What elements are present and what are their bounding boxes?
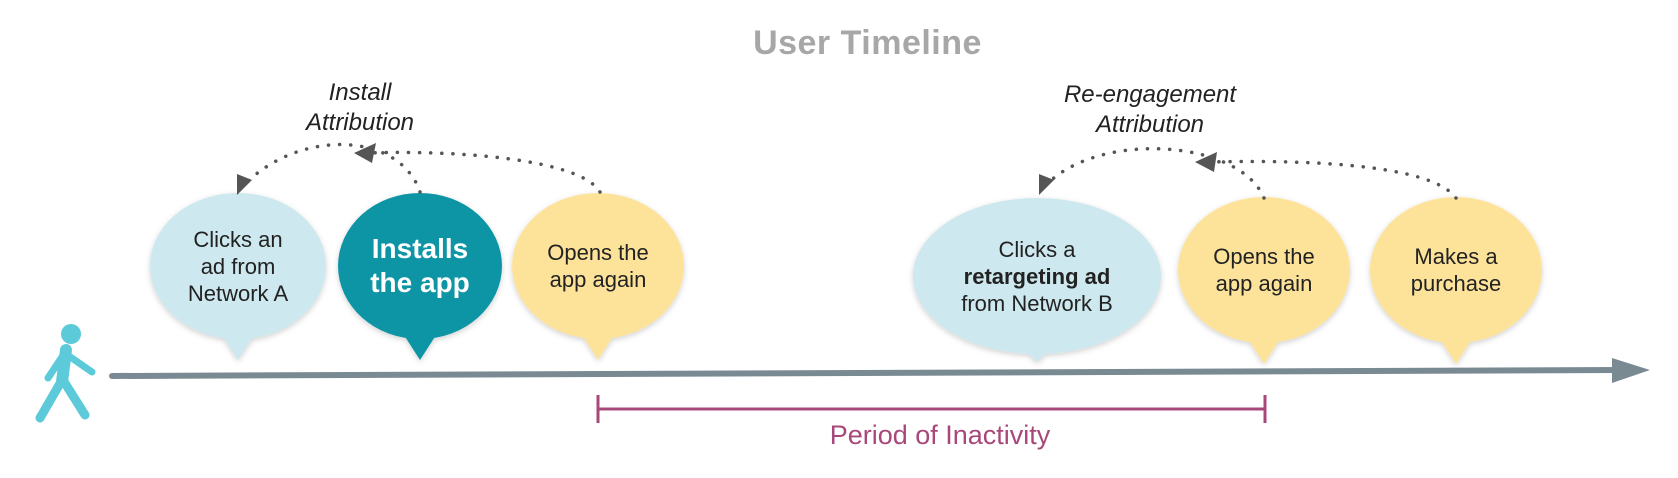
install-arrowhead-icon bbox=[237, 174, 252, 195]
bubble-opens-app-again-2 bbox=[1178, 197, 1350, 364]
event-installs-app-text: Installs the app bbox=[345, 208, 495, 324]
attribution-line: Attribution bbox=[305, 109, 415, 136]
inactivity-bracket bbox=[596, 395, 1267, 423]
inactivity-label: Period of Inactivity bbox=[829, 420, 1051, 450]
bubble-clicks-ad-network-a bbox=[150, 193, 326, 360]
event-line: Installs bbox=[371, 233, 469, 264]
reengagement-attribution-label: Re-engagement Attribution bbox=[1040, 80, 1260, 140]
event-makes-purchase-text: Makes a purchase bbox=[1376, 212, 1536, 328]
event-line: Clicks a bbox=[998, 236, 1076, 262]
event-line: Makes a bbox=[1414, 244, 1498, 269]
event-line: Opens the bbox=[1213, 244, 1315, 269]
event-line: app again bbox=[549, 267, 647, 292]
event-opens-app-text-1: Opens the app again bbox=[518, 208, 678, 324]
install-attribution-label: Install Attribution bbox=[280, 78, 440, 138]
event-line: ad from bbox=[200, 253, 276, 279]
event-line: Network A bbox=[187, 280, 289, 306]
bubble-installs-app bbox=[338, 193, 502, 360]
attribution-line: Install bbox=[328, 79, 392, 106]
timeline-arrowhead-icon bbox=[1612, 358, 1650, 383]
install-attribution-arrows bbox=[242, 142, 602, 194]
event-clicks-retargeting-text: Clicks a retargeting ad from Network B bbox=[922, 214, 1152, 338]
event-line: the app bbox=[370, 267, 470, 298]
page-title: User Timeline bbox=[753, 24, 982, 62]
timeline-axis bbox=[109, 367, 1623, 379]
event-line: Clicks an bbox=[193, 226, 283, 252]
reengagement-arrowhead-icon bbox=[1195, 152, 1217, 172]
walking-person-icon bbox=[35, 324, 96, 423]
event-line: from Network B bbox=[961, 290, 1113, 316]
event-line: app again bbox=[1215, 271, 1313, 296]
attribution-line: Re-engagement bbox=[1063, 81, 1237, 108]
reengagement-arrowhead-icon bbox=[1039, 174, 1054, 195]
bubble-clicks-retargeting-ad bbox=[913, 198, 1161, 362]
reengagement-attribution-arrows bbox=[1044, 147, 1458, 200]
install-arrowhead-icon bbox=[354, 143, 376, 163]
event-line-bold: retargeting ad bbox=[963, 263, 1111, 289]
event-clicks-ad-text: Clicks an ad from Network A bbox=[158, 208, 318, 324]
attribution-line: Attribution bbox=[1095, 111, 1205, 138]
event-line: Opens the bbox=[547, 240, 649, 265]
event-line: purchase bbox=[1410, 271, 1502, 296]
bubble-opens-app-again-1 bbox=[512, 193, 684, 360]
event-opens-app-text-2: Opens the app again bbox=[1184, 212, 1344, 328]
bubble-makes-purchase bbox=[1370, 197, 1542, 364]
